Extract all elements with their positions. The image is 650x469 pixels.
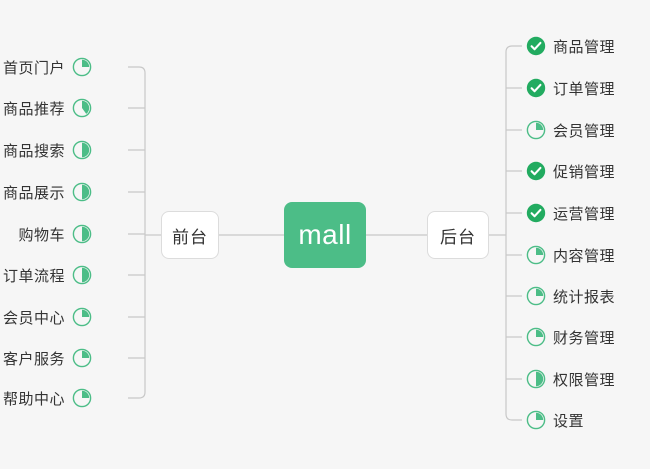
leaf-label: 帮助中心: [2, 390, 65, 408]
leaf-item-right-6[interactable]: 内容管理: [526, 243, 615, 267]
leaf-item-left-3[interactable]: 商品搜索: [3, 138, 92, 162]
check-circle-icon: [526, 78, 546, 98]
leaf-item-right-4[interactable]: 促销管理: [526, 159, 615, 183]
leaf-label: 促销管理: [553, 163, 616, 181]
check-circle-icon: [526, 203, 546, 223]
leaf-item-left-8[interactable]: 客户服务: [3, 346, 92, 370]
leaf-label: 订单管理: [553, 80, 616, 98]
leaf-label: 财务管理: [553, 329, 616, 347]
leaf-label: 订单流程: [2, 267, 65, 285]
leaf-label: 会员管理: [553, 122, 616, 140]
pie-quarter-icon: [526, 327, 546, 347]
leaf-item-right-7[interactable]: 统计报表: [526, 284, 615, 308]
leaf-item-left-1[interactable]: 首页门户: [3, 55, 92, 79]
spine-left: [128, 66, 146, 399]
leaf-label: 客户服务: [2, 350, 65, 368]
check-circle-icon: [526, 36, 546, 56]
pie-quarter-icon: [72, 388, 92, 408]
leaf-label: 统计报表: [553, 288, 616, 306]
pie-quarter-icon: [526, 286, 546, 306]
center-node-mall[interactable]: mall: [284, 202, 366, 268]
leaf-label: 购物车: [18, 226, 65, 244]
leaf-label: 商品展示: [2, 184, 65, 202]
leaf-label: 设置: [553, 412, 585, 430]
pie-half-icon: [72, 265, 92, 285]
leaf-label: 权限管理: [553, 371, 616, 389]
pie-quarter-icon: [72, 307, 92, 327]
leaf-item-right-2[interactable]: 订单管理: [526, 76, 615, 100]
leaf-item-right-3[interactable]: 会员管理: [526, 118, 615, 142]
pie-quarter-icon: [526, 120, 546, 140]
leaf-item-left-4[interactable]: 商品展示: [3, 180, 92, 204]
pie-quarter-icon: [526, 410, 546, 430]
branch-node-back[interactable]: 后台: [427, 211, 489, 259]
leaf-item-left-2[interactable]: 商品推荐: [3, 96, 92, 120]
leaf-label: 会员中心: [2, 309, 65, 327]
leaf-label: 运营管理: [553, 205, 616, 223]
leaf-label: 商品管理: [553, 38, 616, 56]
pie-half-icon: [526, 369, 546, 389]
leaf-item-right-9[interactable]: 权限管理: [526, 367, 615, 391]
branch-node-front[interactable]: 前台: [161, 211, 219, 259]
pie-half-icon: [72, 182, 92, 202]
leaf-item-right-5[interactable]: 运营管理: [526, 201, 615, 225]
leaf-item-left-9[interactable]: 帮助中心: [3, 386, 92, 410]
leaf-item-right-10[interactable]: 设置: [526, 408, 584, 432]
spine-right: [505, 45, 522, 421]
leaf-label: 商品推荐: [2, 100, 65, 118]
check-circle-icon: [526, 161, 546, 181]
pie-half-icon: [72, 140, 92, 160]
pie-quarter-icon: [72, 348, 92, 368]
leaf-label: 商品搜索: [2, 142, 65, 160]
leaf-label: 内容管理: [553, 247, 616, 265]
leaf-item-left-6[interactable]: 订单流程: [3, 263, 92, 287]
leaf-item-left-7[interactable]: 会员中心: [3, 305, 92, 329]
leaf-label: 首页门户: [2, 59, 65, 77]
leaf-item-right-8[interactable]: 财务管理: [526, 325, 615, 349]
pie-half-icon: [72, 224, 92, 244]
pie-40-icon: [72, 98, 92, 118]
pie-quarter-icon: [72, 57, 92, 77]
pie-quarter-icon: [526, 245, 546, 265]
leaf-item-right-1[interactable]: 商品管理: [526, 34, 615, 58]
leaf-item-left-5[interactable]: 购物车: [18, 222, 92, 246]
